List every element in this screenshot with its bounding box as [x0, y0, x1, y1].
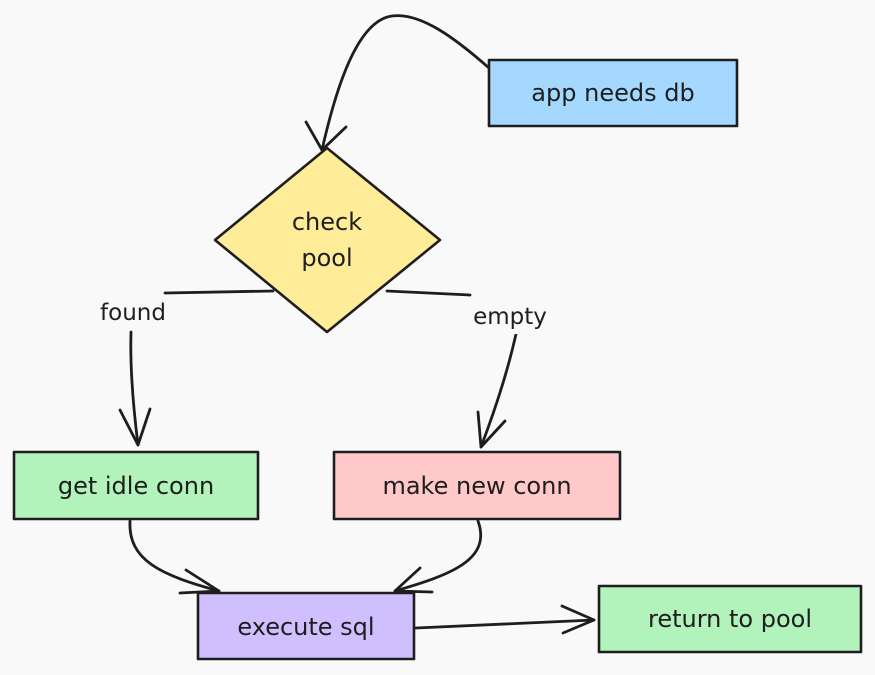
edge-idle-to-execute	[128, 519, 221, 595]
edge-new-to-execute	[393, 519, 482, 594]
node-execute-sql-label: execute sql	[237, 613, 374, 641]
svg-text:empty: empty	[473, 304, 547, 330]
node-get-idle-conn[interactable]: get idle conn	[12, 450, 260, 521]
edge-label-found: found	[90, 296, 176, 330]
edge-execute-to-return	[414, 604, 596, 635]
node-check-pool-label-line2: pool	[301, 244, 352, 272]
node-check-pool[interactable]: check pool	[213, 146, 442, 334]
edge-app-to-check	[304, 14, 491, 152]
node-app-needs-db-box	[487, 58, 739, 128]
node-get-idle-conn-box	[12, 450, 260, 521]
node-get-idle-conn-label: get idle conn	[58, 472, 214, 500]
node-return-to-pool-box	[597, 584, 863, 654]
node-make-new-conn-box	[332, 450, 622, 521]
node-execute-sql[interactable]: execute sql	[196, 591, 416, 661]
node-app-needs-db-label: app needs db	[531, 79, 694, 107]
node-return-to-pool-label: return to pool	[648, 605, 812, 633]
node-check-pool-diamond	[213, 146, 442, 334]
node-check-pool-label-line1: check	[292, 208, 362, 236]
edge-empty	[385, 289, 518, 449]
node-app-needs-db[interactable]: app needs db	[487, 58, 739, 128]
node-execute-sql-box	[196, 591, 416, 661]
node-make-new-conn[interactable]: make new conn	[332, 450, 622, 521]
node-make-new-conn-label: make new conn	[382, 472, 571, 500]
edge-label-empty: empty	[465, 300, 555, 334]
edge-found	[118, 289, 275, 447]
node-return-to-pool[interactable]: return to pool	[597, 584, 863, 654]
svg-text:found: found	[100, 300, 166, 326]
